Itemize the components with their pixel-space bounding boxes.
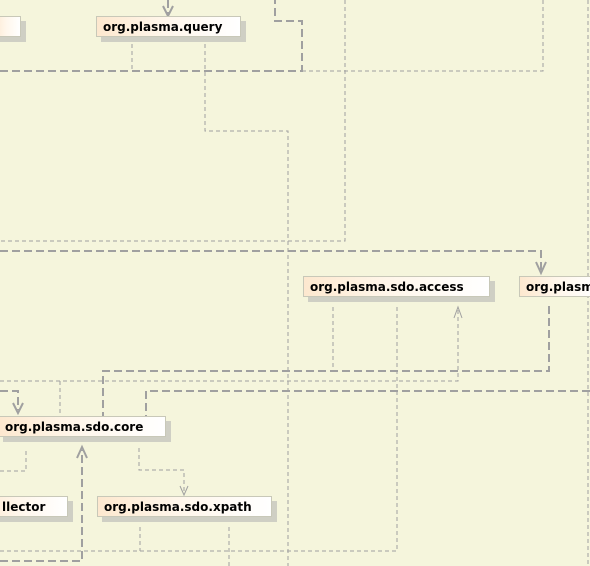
package-collector-partial[interactable]: llector bbox=[0, 496, 68, 517]
arrowhead-access bbox=[453, 305, 463, 319]
arrowhead-core-left bbox=[12, 402, 24, 416]
connector-mid-vertical bbox=[0, 0, 346, 242]
package-org-plasma-query[interactable]: org.plasma.query bbox=[96, 16, 241, 37]
arrowhead-plasma bbox=[535, 261, 547, 276]
connector-bottom-to-core bbox=[0, 450, 83, 562]
connector-right-to-core bbox=[145, 390, 590, 417]
connector-top-to-query bbox=[0, 0, 303, 72]
package-org-plasma-partial[interactable]: org.plasm bbox=[519, 276, 590, 297]
connector-into-core bbox=[0, 390, 19, 410]
connector-query-right bbox=[204, 37, 289, 566]
package-org-plasma-sdo-core[interactable]: org.plasma.sdo.core bbox=[0, 416, 166, 437]
connector-right-vertical-top bbox=[302, 0, 544, 72]
package-org-plasma-sdo-access[interactable]: org.plasma.sdo.access bbox=[303, 276, 490, 297]
package-stub-left[interactable] bbox=[0, 16, 21, 37]
connector-to-plasma bbox=[0, 250, 542, 270]
connector-into-access bbox=[0, 309, 459, 382]
arrowhead-xpath bbox=[179, 485, 189, 497]
connector-left-core bbox=[0, 448, 27, 472]
connector-plasma-to-core bbox=[102, 306, 550, 419]
connector-core-to-xpath bbox=[138, 448, 185, 494]
arrowhead-core-bottom bbox=[76, 444, 88, 459]
package-org-plasma-sdo-xpath[interactable]: org.plasma.sdo.xpath bbox=[97, 496, 272, 517]
